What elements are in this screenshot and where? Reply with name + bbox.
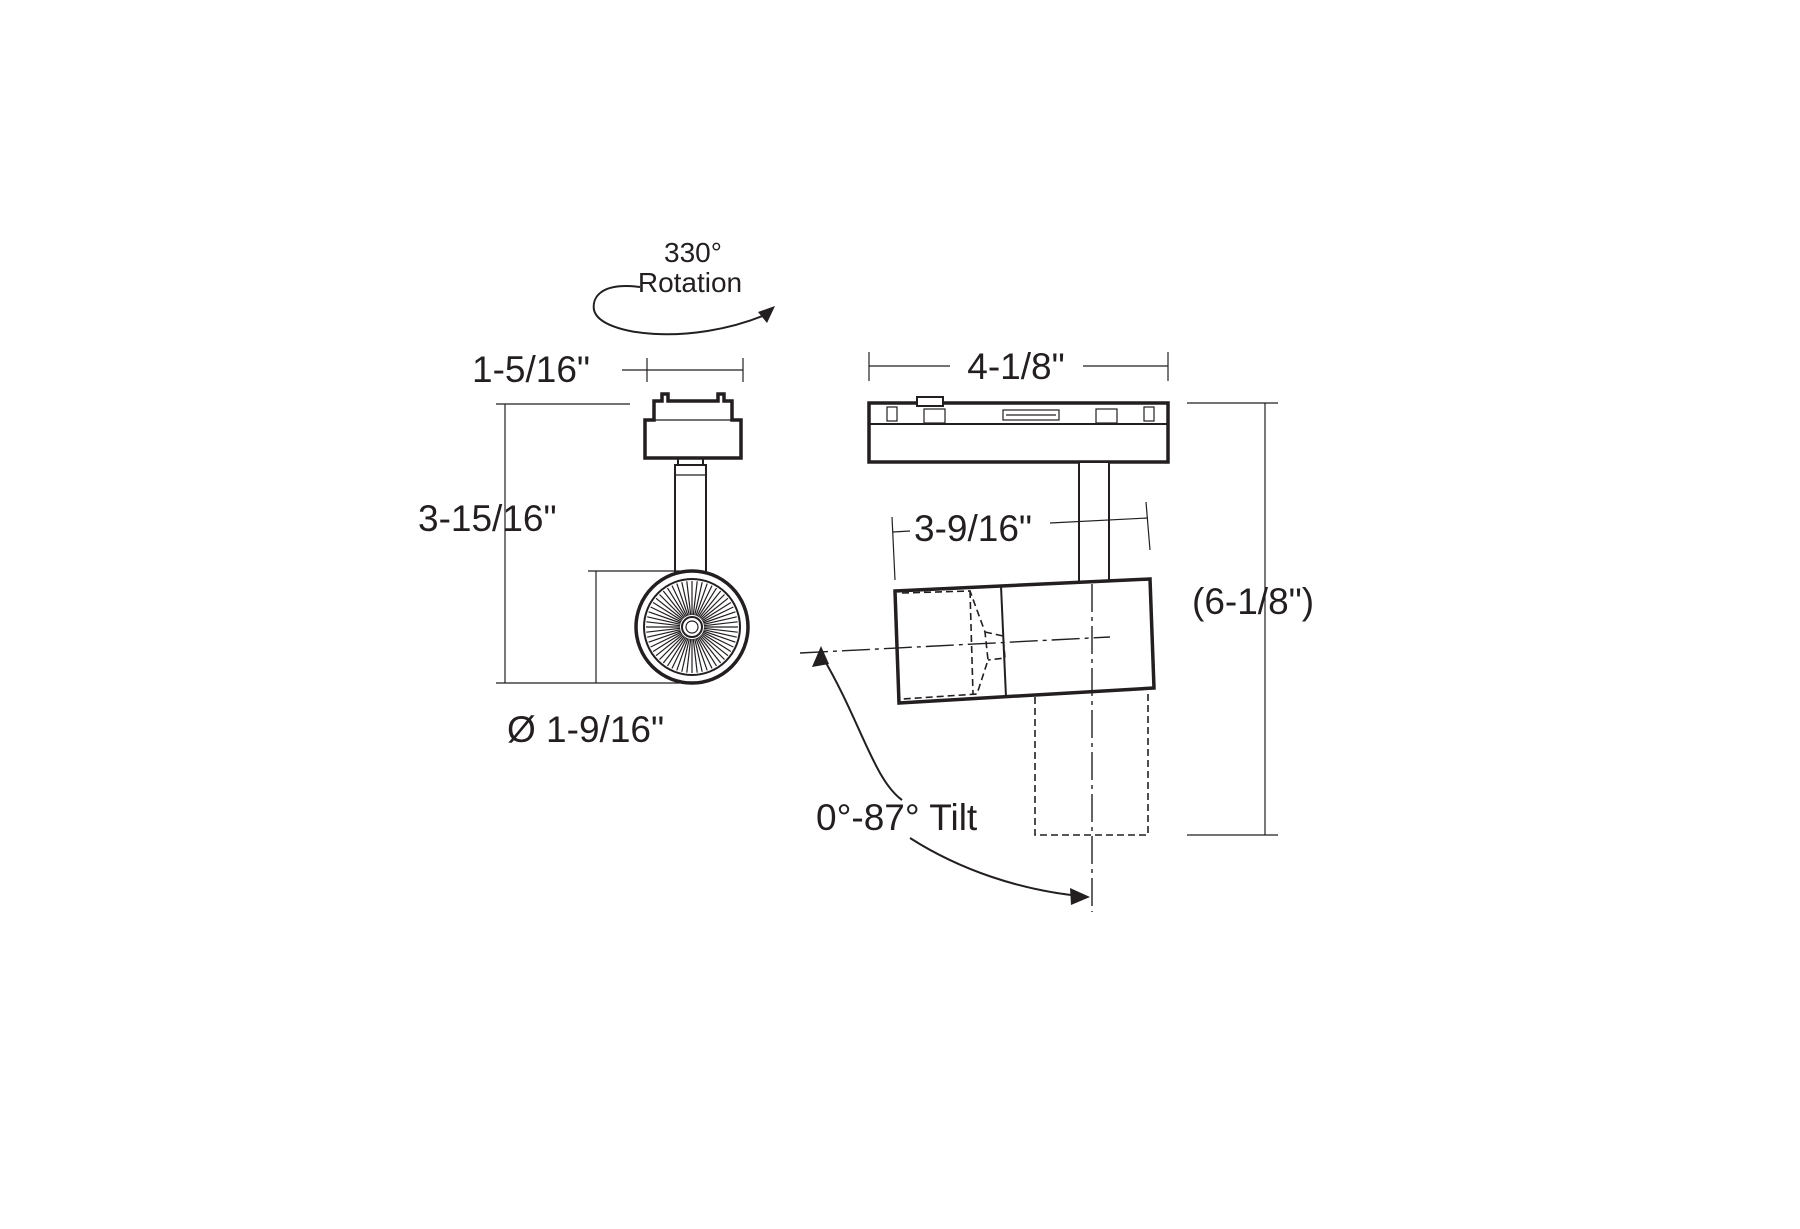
louver-fin [694, 582, 703, 616]
head-length-ext-left [891, 516, 896, 581]
louver-fin [699, 636, 722, 664]
louver-fin [659, 594, 684, 619]
front-width-label: 1-5/16" [472, 349, 590, 390]
head-length-dim-right [1049, 517, 1149, 524]
side-stem [1078, 461, 1110, 583]
louver-fin [700, 594, 725, 619]
louver-fin [701, 632, 732, 653]
rotation-degrees-label: 330° [664, 237, 722, 268]
front-stem [674, 464, 707, 576]
louver-fin [676, 638, 689, 671]
tilt-arrow-head-top-icon [812, 646, 829, 667]
tilt-arrow-head-bottom-icon [1070, 888, 1090, 905]
louver-fin [655, 597, 683, 620]
louver-fin [703, 611, 736, 624]
louver-fin [696, 637, 713, 669]
rotation-note: 330° Rotation [592, 237, 775, 336]
front-lens-inner [685, 620, 699, 634]
louver-fin [692, 638, 698, 673]
louver-fin [650, 606, 682, 623]
louver-fin [703, 616, 737, 625]
louver-fin [703, 621, 738, 627]
louver-fin [671, 637, 688, 669]
side-view: 4-1/8" 3-9/16" (6-1/8") [799, 346, 1314, 912]
louver-fin [686, 581, 692, 616]
louver-fin [681, 582, 690, 616]
louver-fin [700, 635, 725, 660]
louver-fin [671, 585, 688, 617]
louver-fin [648, 611, 681, 624]
side-adapter-tab [916, 396, 944, 407]
side-head-hidden-optic [969, 590, 1006, 695]
louver-fin [681, 638, 690, 672]
louver-fin [692, 581, 698, 616]
side-adapter-clip-left [886, 406, 898, 422]
louver-fin [701, 634, 729, 657]
louver-fin [647, 629, 681, 638]
louver-fin [647, 616, 681, 625]
louver-fin [701, 597, 729, 620]
rotation-arrow-curve [592, 285, 766, 336]
louver-fin [662, 636, 685, 664]
louver-fin [662, 590, 685, 618]
overall-height-label: (6-1/8") [1192, 581, 1314, 622]
louver-fin [652, 601, 683, 622]
louver-fin [655, 634, 683, 657]
side-adapter-contact-right [1095, 408, 1118, 424]
louver-fin [697, 636, 718, 667]
louver-fin [703, 629, 737, 638]
louver-fin [652, 632, 683, 653]
louver-fin [650, 631, 682, 648]
louver-fin [646, 627, 681, 633]
louver-fin [666, 636, 687, 667]
side-head-hidden-reflector [901, 590, 989, 700]
front-view: 1-5/16" 3-15/16" Ø 1-9/16" [418, 349, 750, 750]
rotation-word-label: Rotation [638, 267, 742, 298]
side-length-label: 4-1/8" [967, 346, 1064, 387]
front-lamp-bezel [643, 578, 741, 676]
front-louver-fins [646, 581, 738, 673]
louver-fin [702, 631, 734, 648]
louver-fin [666, 587, 687, 618]
louver-fin [659, 635, 684, 660]
louver-fin [703, 627, 738, 633]
front-lens-center [681, 616, 703, 638]
louver-fin [697, 587, 718, 618]
louver-fin [702, 606, 734, 623]
head-length-dim-left [892, 530, 911, 533]
head-diameter-label: Ø 1-9/16" [507, 709, 664, 750]
tilt-arc-lower [909, 837, 1081, 897]
front-height-label: 3-15/16" [418, 498, 557, 539]
louver-fin [676, 583, 689, 616]
head-length-ext-right [1145, 501, 1151, 551]
side-adapter-clip-right [1143, 406, 1155, 422]
louver-fin [646, 621, 681, 627]
tilt-arc-upper [821, 655, 903, 801]
head-length-label: 3-9/16" [914, 508, 1032, 549]
side-head-centerline [799, 636, 1111, 654]
louver-fin [703, 630, 736, 643]
front-track-adapter [643, 392, 743, 460]
side-adapter-contact-left [923, 408, 946, 424]
louver-fin [686, 638, 692, 673]
rotation-arrow-head-icon [758, 306, 775, 323]
tilt-label: 0°-87° Tilt [816, 797, 978, 838]
louver-fin [701, 601, 732, 622]
louver-fin [695, 583, 708, 616]
louver-fin [648, 630, 681, 643]
louver-fin [695, 638, 708, 671]
side-head-alt-position [1034, 690, 1149, 836]
louver-fin [699, 590, 722, 618]
louver-fin [696, 585, 713, 617]
louver-fin [694, 638, 703, 672]
